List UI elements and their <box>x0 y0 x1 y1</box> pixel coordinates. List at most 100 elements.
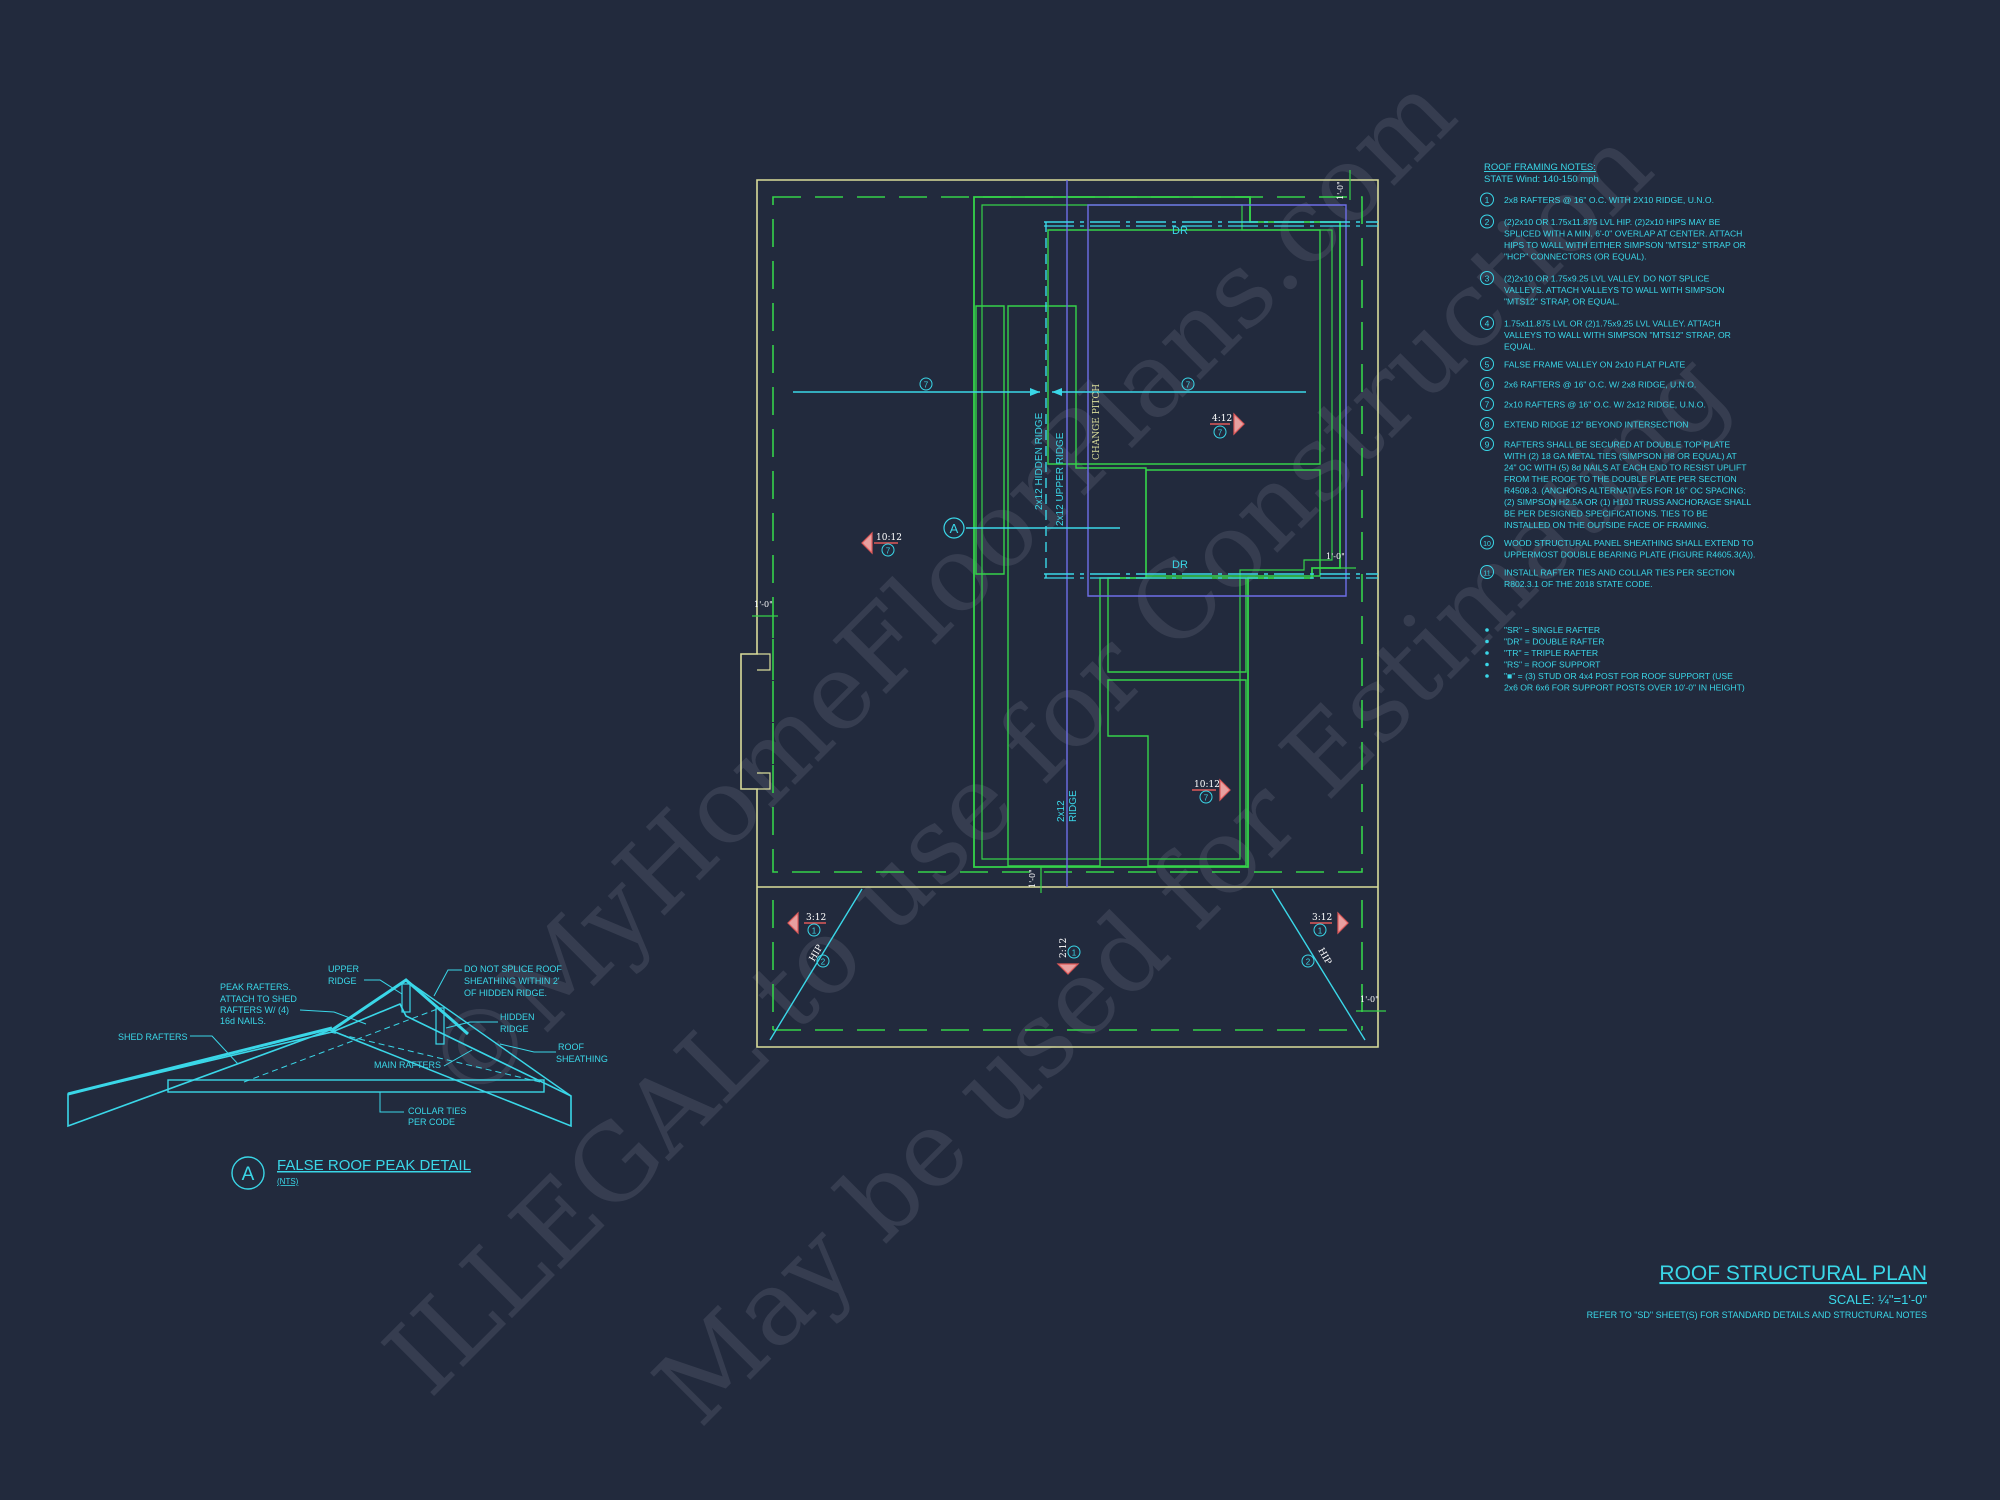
note-ref-7e-number: 7 <box>1204 794 1209 803</box>
false-roof-peak-detail: UPPER RIDGE DO NOT SPLICE ROOF SHEATHING… <box>67 964 608 1190</box>
note-10-number: 10 <box>1483 541 1491 548</box>
note-4-number: 4 <box>1485 319 1490 329</box>
note-10-line: WOOD STRUCTURAL PANEL SHEATHING SHALL EX… <box>1504 538 1754 548</box>
dr-label-mid: DR <box>1172 559 1188 571</box>
detail-title: FALSE ROOF PEAK DETAIL <box>277 1157 471 1174</box>
roof-eave-dashed <box>772 196 1363 1031</box>
note-9-line: INSTALLED ON THE OUTSIDE FACE OF FRAMING… <box>1504 520 1709 530</box>
pitch-1012-left-label: 10:12 <box>876 533 902 543</box>
note-ref-1a-circle <box>807 923 821 937</box>
note-9-line: FROM THE ROOF TO THE DOUBLE PLATE PER SE… <box>1504 474 1737 484</box>
note-9-line: WITH (2) 18 GA METAL TIES (SIMPSON H8 OR… <box>1504 451 1737 461</box>
hip-line-right <box>1271 888 1366 1041</box>
leader-upper-ridge <box>364 979 403 995</box>
legend-line: "SR" = SINGLE RAFTER <box>1504 625 1600 635</box>
green-box-5 <box>975 305 1005 575</box>
label-collar-ties-2: PER CODE <box>408 1117 455 1127</box>
note-8-number: 8 <box>1485 420 1490 430</box>
pitch-412-label: 4:12 <box>1212 414 1232 424</box>
pitch-marker-1012-right: 10:12 <box>1192 778 1231 802</box>
note-11-line: R802.3.1 OF THE 2018 STATE CODE. <box>1504 579 1653 589</box>
detail-a-callout-circle <box>943 517 965 539</box>
note-ref-7d-number: 7 <box>886 547 891 556</box>
note-7-line: 2x10 RAFTERS @ 16" O.C. W/ 2x12 RIDGE, U… <box>1504 400 1706 410</box>
pitch-312-left-label: 3:12 <box>806 913 826 923</box>
dim-top-right: 1'-0" <box>1336 170 1351 200</box>
label-collar-ties-1: COLLAR TIES <box>408 1106 466 1116</box>
note-ref-2a-number: 2 <box>821 958 826 967</box>
note-4-line: 1.75x11.875 LVL OR (2)1.75x9.25 LVL VALL… <box>1504 319 1721 329</box>
detail-subtitle: (NTS) <box>277 1177 299 1186</box>
label-peak-rafters-4: 16d NAILS. <box>220 1016 266 1026</box>
dim-mid-right-label: 1'-0" <box>1326 552 1345 561</box>
note-3-number: 3 <box>1485 274 1490 284</box>
leader-peak-rafters <box>299 1009 367 1025</box>
note-ref-2a-circle <box>816 954 830 968</box>
label-do-not-splice-1: DO NOT SPLICE ROOF <box>464 964 562 974</box>
note-9-number: 9 <box>1485 440 1490 450</box>
note-2-line: SPLICED WITH A MIN. 6'-0" OVERLAP AT CEN… <box>1504 229 1742 239</box>
sheet-title: ROOF STRUCTURAL PLAN <box>1659 1262 1927 1285</box>
dim-bottom-center: 1'-0" <box>1028 866 1042 893</box>
note-ref-1c-circle <box>1067 945 1081 959</box>
note-8-line: EXTEND RIDGE 12" BEYOND INTERSECTION <box>1504 420 1689 430</box>
leader-shed-rafters <box>190 1035 239 1065</box>
note-1-number: 1 <box>1485 195 1490 205</box>
title-block: ROOF STRUCTURAL PLAN SCALE: ¼"=1'-0" REF… <box>1587 1262 1928 1320</box>
label-do-not-splice-3: OF HIDDEN RIDGE. <box>464 988 547 998</box>
collar-tie-board <box>167 1079 545 1093</box>
hidden-ridge-label: 2x12 HIDDEN RIDGE <box>1034 412 1045 510</box>
leader-roof-sheathing <box>499 1043 556 1053</box>
pitch-212-label: 2:12 <box>1059 938 1069 958</box>
note-ref-7c: 7 <box>1213 425 1227 439</box>
shed-rafter-line <box>67 1026 333 1096</box>
legend-bullet <box>1485 662 1489 667</box>
note-11-circle <box>1480 565 1494 579</box>
green-box-4 <box>1107 679 1247 867</box>
legend-bullet <box>1485 651 1489 655</box>
note-ref-7d: 7 <box>881 543 895 557</box>
note-ref-1c-number: 1 <box>1072 949 1077 958</box>
note-2-circle <box>1480 214 1494 229</box>
pitch-1012-right-triangle <box>1219 778 1231 802</box>
note-ref-7a: 7 <box>919 377 933 391</box>
pitch-412-triangle <box>1233 412 1245 436</box>
note-2-line: "HCP" CONNECTORS (OR EQUAL). <box>1504 252 1647 262</box>
label-upper-ridge-1: UPPER <box>328 964 360 974</box>
pitch-marker-312-right: 3:12 <box>1310 911 1349 935</box>
detail-tag-circle <box>231 1156 265 1190</box>
note-4-circle <box>1480 316 1494 330</box>
upper-ridge-outline-blue <box>1087 204 1347 597</box>
note-5-line: FALSE FRAME VALLEY ON 2x10 FLAT PLATE <box>1504 360 1685 370</box>
note-ref-7e: 7 <box>1199 790 1213 804</box>
note-ref-7e-circle <box>1199 790 1213 804</box>
legend-line: "DR" = DOUBLE RAFTER <box>1504 637 1604 647</box>
note-9-line: RAFTERS SHALL BE SECURED AT DOUBLE TOP P… <box>1504 440 1730 450</box>
note-2-line: (2)2x10 OR 1.75x11.875 LVL HIP. (2)2x10 … <box>1504 217 1720 227</box>
sheet-scale: SCALE: ¼"=1'-0" <box>1828 1292 1927 1307</box>
detail-tag-letter: A <box>242 1164 255 1185</box>
leader-collar-ties <box>379 1092 404 1113</box>
roof-framing-notes: ROOF FRAMING NOTES: STATE Wind: 140-150 … <box>1480 162 1755 693</box>
leader-do-not-splice <box>433 969 462 997</box>
dr-label-top: DR <box>1172 225 1188 237</box>
pitch-312-left-triangle <box>787 911 799 935</box>
pitch-marker-312-left: 3:12 <box>787 911 826 935</box>
note-ref-7a-number: 7 <box>924 381 929 390</box>
green-box-1 <box>1047 229 1321 465</box>
note-ref-1a-number: 1 <box>812 927 817 936</box>
pitch-212-triangle <box>1056 963 1080 975</box>
pitch-1012-left-triangle <box>861 531 873 555</box>
legend-bullet <box>1485 639 1489 644</box>
label-hidden-ridge-2: RIDGE <box>500 1024 529 1034</box>
note-7-circle <box>1480 397 1494 411</box>
label-roof-sheathing-1: ROOF <box>558 1042 585 1052</box>
note-ref-7a-circle <box>919 377 933 391</box>
note-ref-1b: 1 <box>1313 923 1327 937</box>
detail-a-callout-letter: A <box>950 521 959 536</box>
note-9-line: BE PER DESIGNED SPECIFICATIONS. TIES TO … <box>1504 509 1708 519</box>
note-ref-2b-number: 2 <box>1306 958 1311 967</box>
arrowhead-right <box>1052 388 1062 396</box>
pitch-marker-1012-left: 10:12 <box>861 531 902 555</box>
